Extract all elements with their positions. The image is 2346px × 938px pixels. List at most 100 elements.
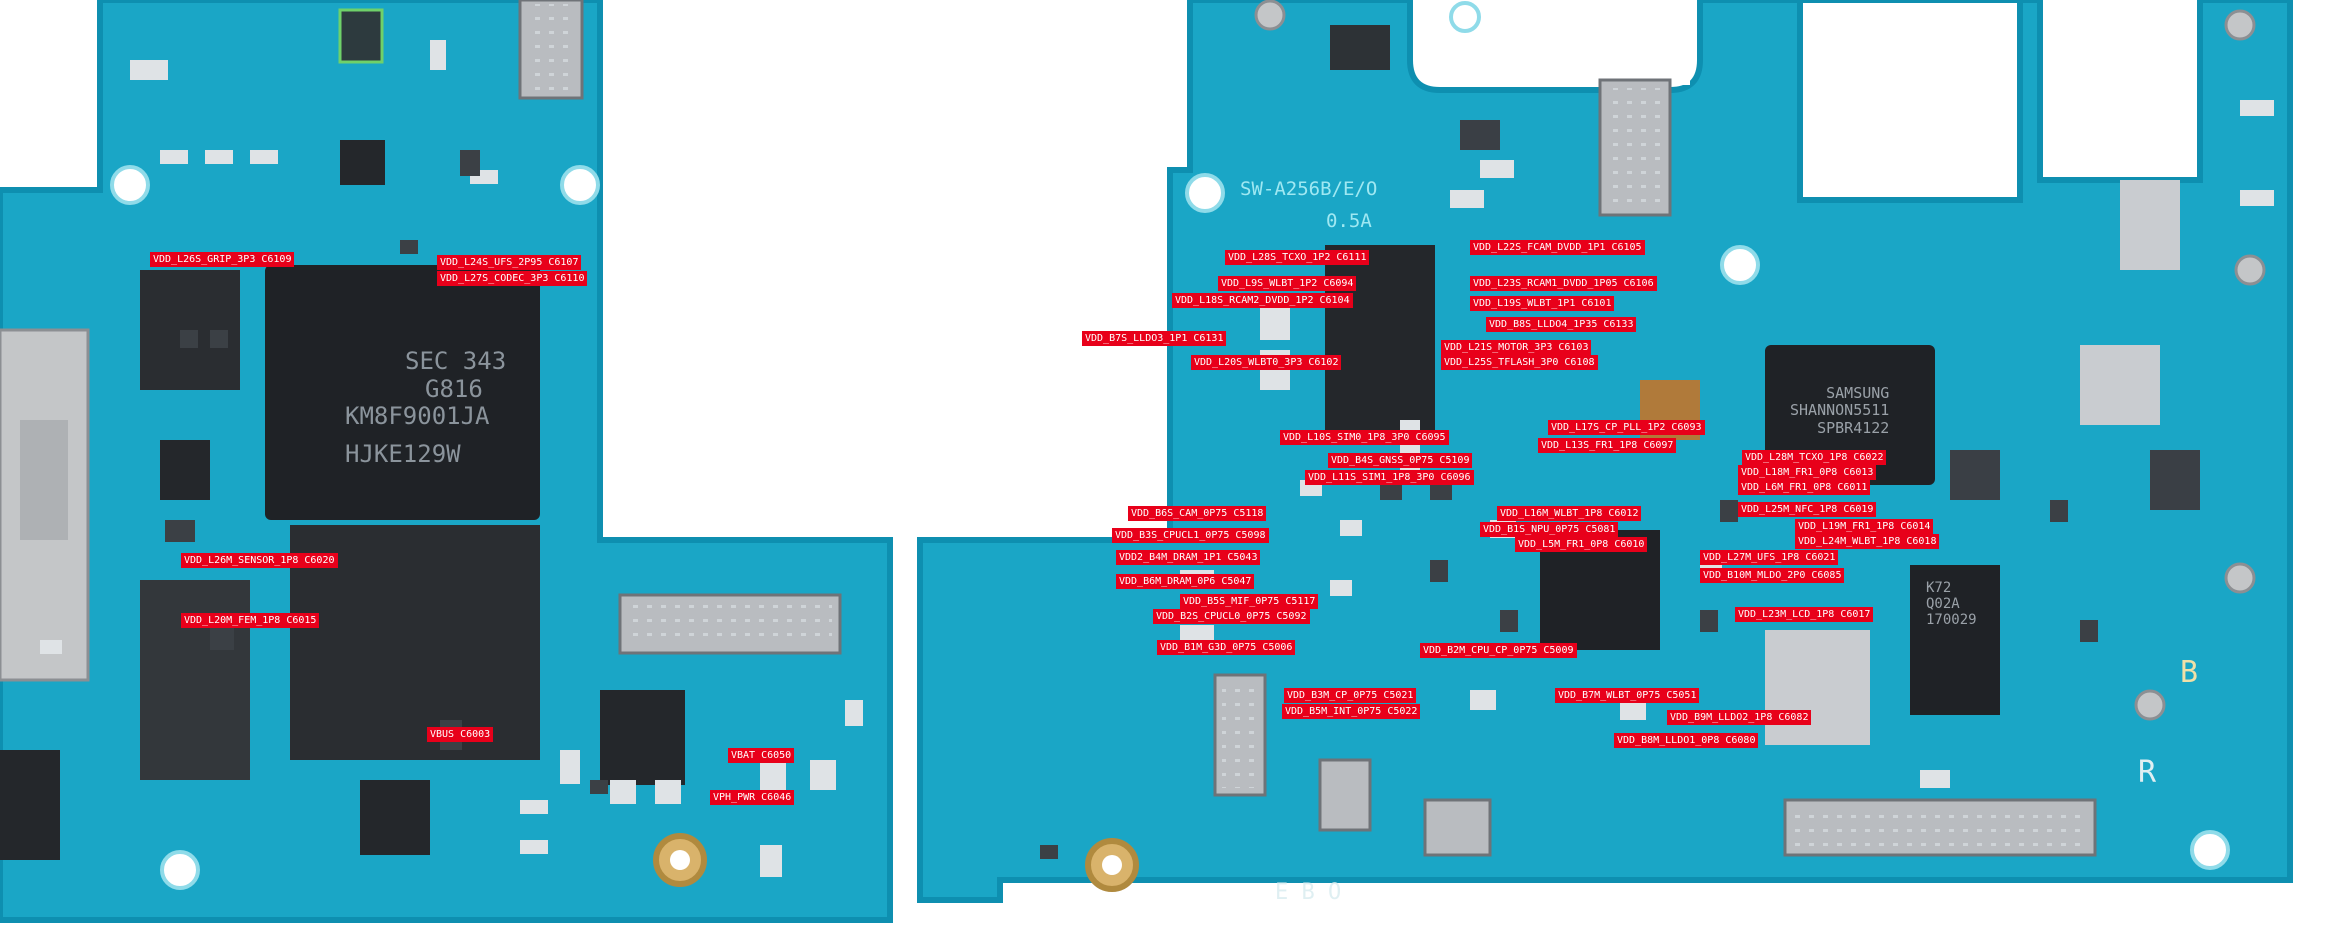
net-name: VDD_L26M_SENSOR_1P8 [184,555,299,566]
capacitor-ref: C6018 [1906,536,1937,547]
capacitor-ref: C5022 [1387,706,1418,717]
capacitor-ref: C6085 [1811,570,1842,581]
net-name: VDD_B8S_LLDO4_1P35 [1489,319,1598,330]
capacitor-ref: C5098 [1235,530,1266,541]
capacitor-ref: C6010 [1614,539,1645,550]
k72-chip-line-1: K72 [1926,580,1952,596]
net-name: VDD_L28S_TCXO_1P2 [1228,252,1331,263]
k72-chip-line-2: Q02A [1926,596,1960,613]
net-name: VDD_B6M_DRAM_0P6 [1119,576,1216,587]
net-name: VDD_B2S_CPUCL0_0P75 [1156,611,1271,622]
capacitor-ref: C6012 [1608,508,1639,519]
capacitor-ref: C6095 [1415,432,1446,443]
bottom-silkscreen: E B O [1275,880,1342,905]
capacitor-ref: C6094 [1323,278,1354,289]
net-name: VDD_L27S_CODEC_3P3 [440,273,549,284]
capacitor-ref: C5117 [1285,596,1316,607]
net-name: VDD_B10M_MLDO_2P0 [1703,570,1806,581]
net-name: VDD_L20M_FEM_1P8 [184,615,281,626]
board-mark-r: R [2138,755,2157,790]
capacitor-ref: C6111 [1336,252,1367,263]
net-name: VDD_L13S_FR1_1P8 [1541,440,1638,451]
capacitor-ref: C6020 [304,555,335,566]
net-name: VDD_L18S_RCAM2_DVDD_1P2 [1175,295,1314,306]
net-name: VPH_PWR [713,792,756,803]
net-name: VDD_B3S_CPUCL1_0P75 [1115,530,1230,541]
capacitor-ref: C5009 [1543,645,1574,656]
capacitor-ref: C6013 [1843,467,1874,478]
capacitor-ref: C6022 [1853,452,1884,463]
net-label: VDD_B3S_CPUCL1_0P75 C5098 [1112,528,1269,543]
net-name: VDD_B4S_GNSS_0P75 [1331,455,1434,466]
net-label: VDD_L26M_SENSOR_1P8 C6020 [181,553,338,568]
net-name: VDD_L25M_NFC_1P8 [1741,504,1838,515]
capacitor-ref: C5043 [1227,552,1258,563]
net-name: VDD_B6S_CAM_0P75 [1131,508,1228,519]
capacitor-ref: C6131 [1193,333,1224,344]
capacitor-ref: C6017 [1840,609,1871,620]
capacitor-ref: C5109 [1439,455,1470,466]
capacitor-ref: C6096 [1440,472,1471,483]
net-name: VDD_B5S_MIF_0P75 [1183,596,1280,607]
capacitor-ref: C6133 [1603,319,1634,330]
right-board [917,0,2293,903]
net-name: VDD_B5M_INT_0P75 [1285,706,1382,717]
net-label: VBUS C6003 [427,727,494,742]
net-name: VDD_L22S_FCAM_DVDD_1P1 [1473,242,1606,253]
net-name: VDD_L9S_WLBT_1P2 [1221,278,1318,289]
capacitor-ref: C6019 [1843,504,1874,515]
net-label: VDD_B5S_MIF_0P75 C5117 [1180,594,1319,609]
net-name: VDD_L26S_GRIP_3P3 [153,254,256,265]
net-name: VDD_L10S_SIM0_1P8_3P0 [1283,432,1410,443]
capacitor-ref: C6014 [1900,521,1931,532]
net-label: VDD_B4S_GNSS_0P75 C5109 [1328,453,1473,468]
net-name: VDD_L27M_UFS_1P8 [1703,552,1800,563]
net-name: VDD_L19S_WLBT_1P1 [1473,298,1576,309]
net-name: VBAT [731,750,756,761]
capacitor-ref: C6011 [1837,482,1868,493]
memory-chip-line-1: SEC 343 [405,347,507,375]
net-name: VDD_L25S_TFLASH_3P0 [1444,357,1559,368]
net-label: VDD_L25S_TFLASH_3P0 C6108 [1441,355,1598,370]
capacitor-ref: C6108 [1564,357,1595,368]
capacitor-ref: C6003 [460,729,491,740]
net-name: VDD_L24S_UFS_2P95 [440,257,543,268]
capacitor-ref: C5092 [1276,611,1307,622]
net-name: VDD_B3M_CP_0P75 [1287,690,1378,701]
net-name: VDD_L28M_TCXO_1P8 [1745,452,1848,463]
capacitor-ref: C6046 [761,792,792,803]
modem-chip-line-1: SAMSUNG [1826,384,1890,402]
net-label: VDD_B7S_LLDO3_1P1 C6131 [1082,331,1227,346]
net-label: VDD_B5M_INT_0P75 C5022 [1282,704,1421,719]
net-name: VDD_L17S_CP_PLL_1P2 [1551,422,1666,433]
net-name: VDD_B1M_G3D_0P75 [1160,642,1257,653]
k72-chip-marking: K72 Q02A 170029 [1926,580,1977,628]
capacitor-ref: C6082 [1778,712,1809,723]
net-name: VBUS [430,729,455,740]
memory-chip-line-4: HJKE129W [345,439,461,468]
net-name: VDD_L24M_WLBT_1P8 [1798,536,1901,547]
net-name: VDD_L20S_WLBT0_3P3 [1194,357,1303,368]
capacitor-ref: C6080 [1725,735,1756,746]
net-name: VDD_L11S_SIM1_1P8_3P0 [1308,472,1435,483]
modem-chip-line-2: SHANNON5511 [1790,401,1890,420]
net-label: VDD_B10M_MLDO_2P0 C6085 [1700,568,1845,583]
net-name: VDD_B7S_LLDO3_1P1 [1085,333,1188,344]
capacitor-ref: C6107 [548,257,579,268]
